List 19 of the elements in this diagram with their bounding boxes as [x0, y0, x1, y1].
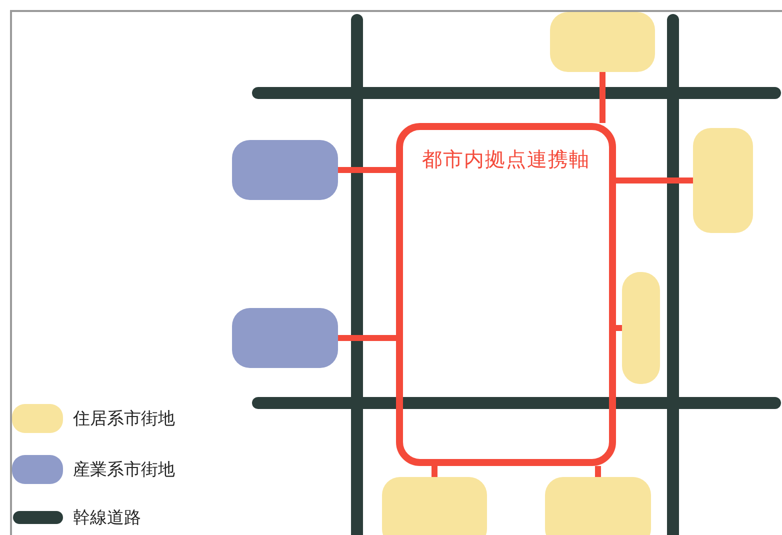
- connector-line: [595, 466, 601, 477]
- legend-label: 住居系市街地: [73, 408, 175, 430]
- connector-line: [338, 335, 396, 341]
- connector-line: [600, 72, 606, 123]
- legend-label: 産業系市街地: [73, 459, 175, 481]
- district-area: [622, 272, 660, 384]
- district-area: [550, 12, 655, 72]
- connector-line: [432, 466, 438, 477]
- axis-label: 都市内拠点連携軸: [421, 146, 591, 173]
- axis-loop: [396, 123, 616, 466]
- district-area: [232, 140, 338, 200]
- connector-line: [616, 178, 693, 184]
- district-area: [382, 477, 487, 535]
- district-area: [545, 477, 651, 535]
- connector-line: [338, 167, 396, 173]
- district-area: [232, 308, 338, 368]
- district-area: [693, 128, 753, 233]
- legend-label: 幹線道路: [73, 507, 141, 529]
- connector-line: [616, 325, 622, 331]
